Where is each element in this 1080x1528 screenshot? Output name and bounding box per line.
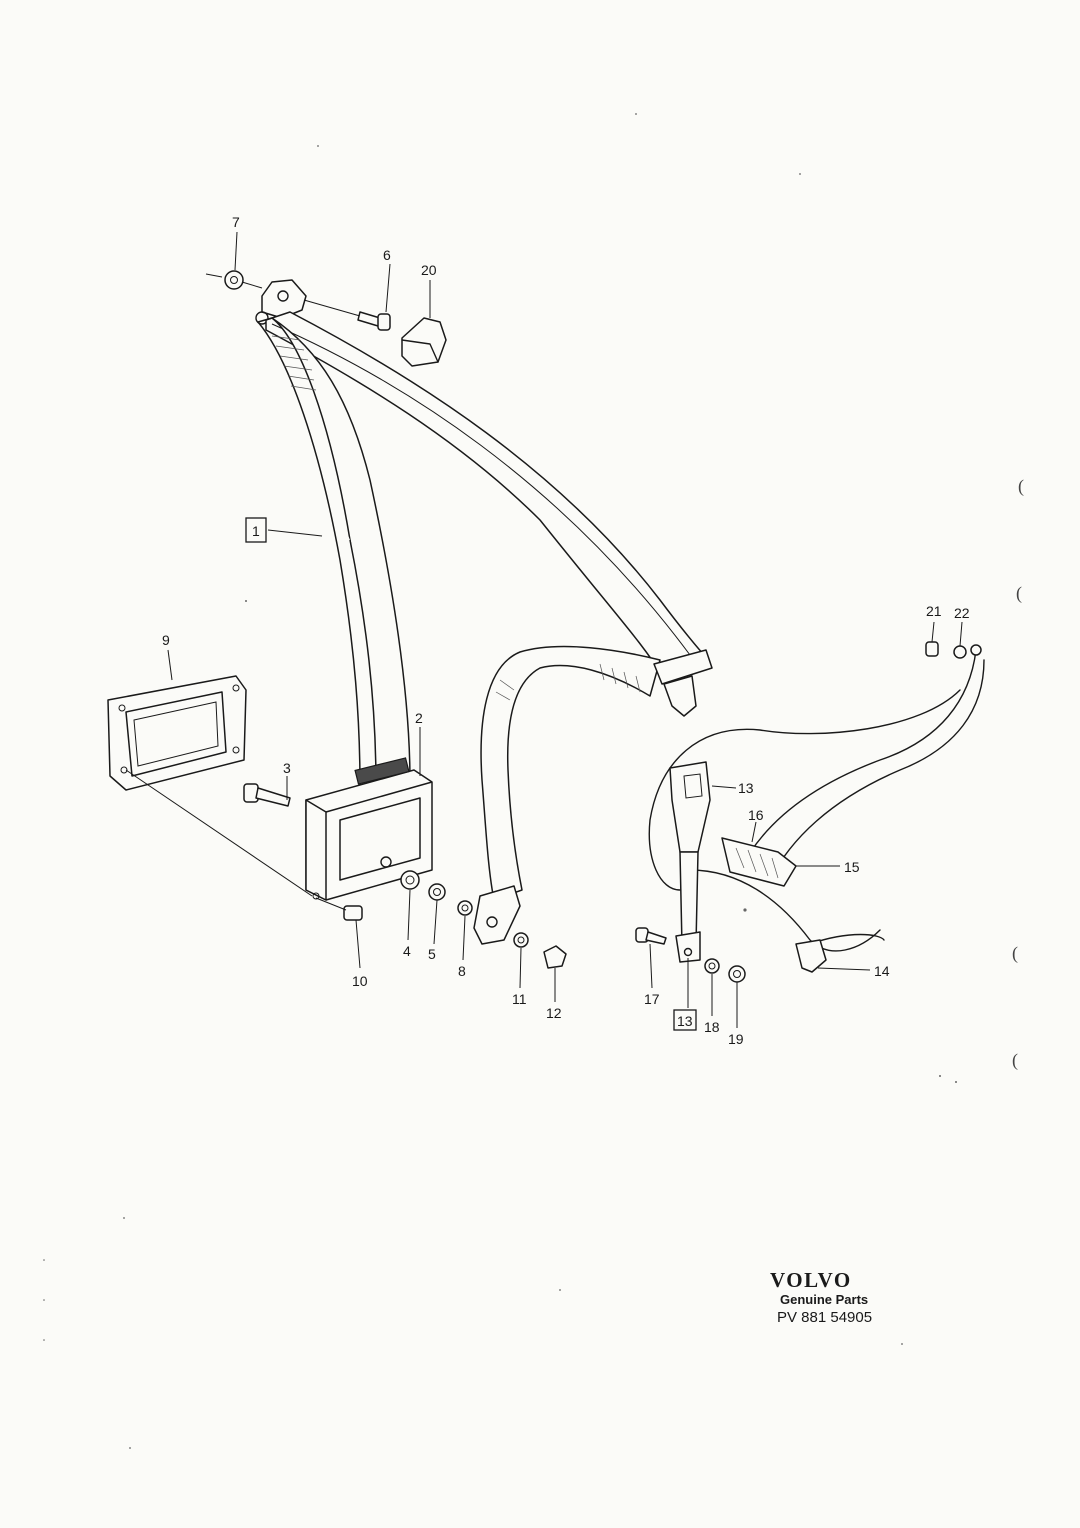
callout-15: 15 [844,859,860,875]
callout-labels: 7 6 20 1 9 2 3 4 5 8 10 11 12 21 22 13 1… [162,214,970,1047]
callout-20: 20 [421,262,437,278]
bolt-6 [303,299,391,331]
retractor-cover-9 [107,675,313,897]
callout-2: 2 [415,710,423,726]
callout-7: 7 [232,214,240,230]
callout-22: 22 [954,605,970,621]
scan-specks [43,113,957,1449]
brand-logo-text: VOLVO [770,1268,852,1292]
callout-8: 8 [458,963,466,979]
callout-18: 18 [704,1019,720,1035]
bolt-3 [243,783,291,807]
connector-14 [795,939,827,973]
callout-17: 17 [644,991,660,1007]
buckle-assembly [635,641,985,983]
anchor-plate [261,279,307,319]
callout-box-1 [245,517,267,543]
callout-14: 14 [874,963,890,979]
callout-13-boxed: 13 [677,1013,693,1029]
belt-tongue [653,649,713,685]
part-number: PV 881 54905 [777,1309,873,1326]
callout-10: 10 [352,973,368,989]
upper-anchor-assembly [205,270,447,367]
margin-mark: ( [1016,583,1022,603]
callout-6: 6 [383,247,391,263]
callout-16: 16 [748,807,764,823]
callout-box-13 [673,1009,697,1031]
margin-mark: ( [1018,476,1024,496]
callout-1: 1 [252,523,260,539]
washer-7 [224,270,244,290]
callout-9: 9 [162,632,170,648]
leader-lines [167,231,963,1028]
switch-15 [721,837,797,887]
retractor-2 [305,757,433,901]
retractor-fasteners [315,870,567,969]
lower-anchor-plate [473,885,521,945]
volvo-footer: VOLVO Genuine Parts PV 881 54905 [770,1268,890,1328]
margin-mark: ( [1012,943,1018,963]
callout-21: 21 [926,603,942,619]
trim-cover-20 [401,317,447,367]
callout-19: 19 [728,1031,744,1047]
callout-12: 12 [546,1005,562,1021]
margin-mark: ( [1012,1050,1018,1070]
callout-13-top: 13 [738,780,754,796]
callout-4: 4 [403,943,411,959]
callout-5: 5 [428,946,436,962]
callout-11: 11 [512,991,527,1007]
genuine-parts-label: Genuine Parts [780,1292,869,1307]
callout-3: 3 [283,760,291,776]
